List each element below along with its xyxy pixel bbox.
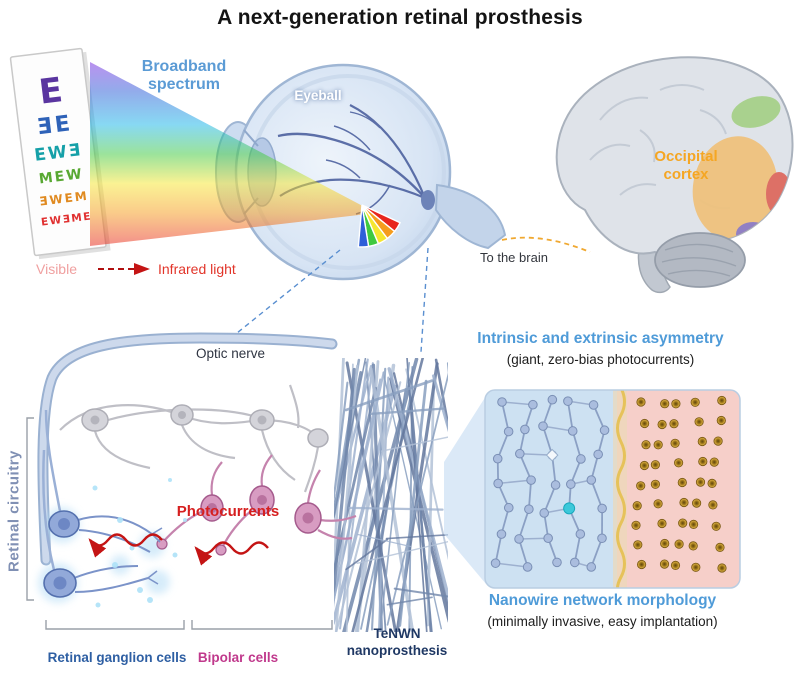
nanowire-network-graph bbox=[490, 394, 610, 572]
broadband-spectrum-label: Broadband spectrum bbox=[141, 58, 227, 94]
to-the-brain-label: To the brain bbox=[480, 250, 548, 265]
zoom-wedge bbox=[444, 396, 486, 584]
optic-nerve-label: Optic nerve bbox=[196, 346, 266, 361]
asymmetry-heading: Intrinsic and extrinsic asymmetry bbox=[477, 330, 724, 347]
retinal-implant-fan bbox=[357, 204, 402, 248]
occipital-cortex-patch bbox=[692, 136, 778, 240]
optic-nerve-bundle-outline bbox=[37, 332, 338, 566]
eyeball-label: Eyeball bbox=[294, 88, 342, 103]
optic-nerve-stub bbox=[434, 183, 507, 250]
optic-nerve-bundle bbox=[39, 334, 336, 564]
eye-chart-row: MEW bbox=[38, 166, 85, 187]
eye-chart: E ƎE EWƎ MEW ƎWEM EWƎME bbox=[9, 47, 111, 260]
ganglion-bracket bbox=[45, 620, 185, 630]
photocurrent-arrows bbox=[88, 533, 269, 566]
electric-sparks bbox=[92, 478, 187, 608]
brain bbox=[555, 56, 794, 294]
eye-chart-row: ƎE bbox=[36, 111, 75, 140]
zoom-panel-border bbox=[484, 389, 741, 589]
asymmetry-subheading: (giant, zero-bias photocurrents) bbox=[506, 352, 695, 367]
morphology-heading: Nanowire network morphology bbox=[488, 592, 717, 609]
ganglion-cells-group bbox=[42, 409, 163, 598]
retinal-ganglion-cells-label: Retinal ganglion cells bbox=[47, 650, 187, 665]
zoom-panel bbox=[444, 389, 741, 589]
photocurrents-label: Photocurrents bbox=[176, 503, 280, 520]
group-brackets bbox=[26, 417, 333, 630]
bipolar-bracket bbox=[191, 620, 333, 630]
optic-disc bbox=[421, 190, 435, 210]
tenwn-nanoprosthesis-label: TeNWN nanoprosthesis bbox=[346, 626, 448, 658]
brain-gyri bbox=[589, 84, 731, 210]
infrared-light-label: Infrared light bbox=[158, 261, 236, 277]
gray-cells bbox=[59, 384, 329, 493]
figure-title: A next-generation retinal prosthesis bbox=[217, 6, 583, 29]
morphology-subheading: (minimally invasive, easy implantation) bbox=[487, 614, 718, 629]
rainbow-beam bbox=[90, 62, 376, 246]
retinal-circuitry-bracket bbox=[26, 417, 34, 601]
retinal-circuitry-label: Retinal circuitry bbox=[5, 450, 23, 572]
eye-chart-row: E bbox=[37, 70, 65, 113]
bipolar-cells-group bbox=[156, 454, 357, 556]
zoom-dashed-lines bbox=[236, 247, 429, 353]
retinal-circuitry-panel bbox=[26, 332, 357, 630]
nanowire-mesh bbox=[334, 358, 448, 632]
bipolar-cells-label: Bipolar cells bbox=[197, 650, 279, 665]
interface-wavy-line bbox=[616, 390, 626, 588]
green-region-patch bbox=[731, 96, 781, 128]
cerebellum bbox=[654, 232, 746, 288]
visible-label: Visible bbox=[36, 261, 77, 277]
nanowire-region bbox=[485, 390, 617, 588]
occipital-cortex-label: Occipital cortex bbox=[654, 148, 718, 183]
electrode-dot-array bbox=[631, 395, 727, 573]
eye-chart-row: ƎWEM bbox=[39, 189, 90, 209]
